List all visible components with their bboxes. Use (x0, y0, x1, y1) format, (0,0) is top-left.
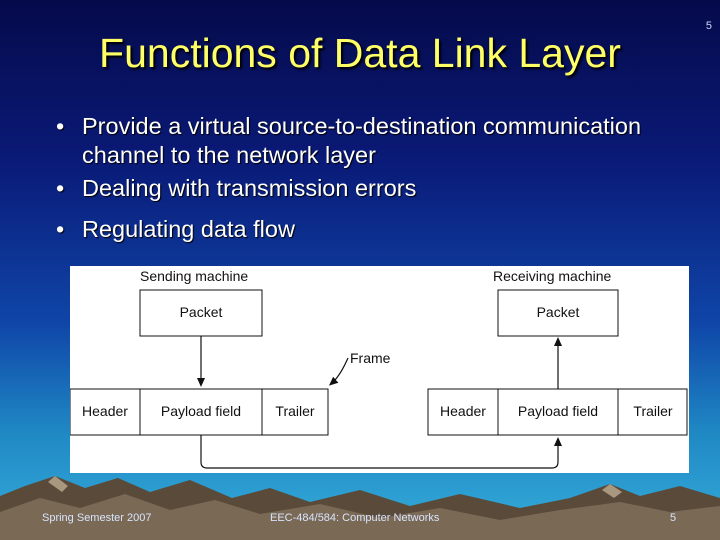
receiving-trailer-label: Trailer (633, 403, 672, 419)
bullet-text: Regulating data flow (82, 216, 295, 242)
transmission-path-arrow (200, 435, 562, 469)
frame-diagram-svg: Sending machine Receiving machine Packet… (69, 268, 688, 469)
receiving-packet-label: Packet (537, 304, 580, 320)
sending-machine-label: Sending machine (140, 268, 248, 284)
bullet-text: Dealing with transmission errors (82, 175, 417, 201)
mountains-decoration (0, 476, 720, 540)
receiving-trailer-cell (617, 388, 688, 436)
bullet-item: • Provide a virtual source-to-destination… (56, 112, 676, 170)
bullet-text: Provide a virtual source-to-destination … (82, 113, 642, 168)
sending-packet-label: Packet (180, 304, 223, 320)
footer-page-number: 5 (670, 512, 677, 524)
bullet-dot: • (56, 113, 65, 139)
receiving-payload-label: Payload field (518, 403, 598, 419)
receiving-header-label: Header (440, 403, 486, 419)
slide-title: Functions of Data Link Layer (99, 30, 621, 76)
bullet-dot: • (56, 216, 65, 242)
page-number-top: 5 (705, 20, 712, 32)
footer-left: Spring Semester 2007 (42, 512, 152, 524)
footer-center: EEC-484/584: Computer Networks (270, 512, 440, 524)
frame-pointer-arrow (328, 357, 349, 386)
bullet-list: • Provide a virtual source-to-destination… (56, 112, 676, 256)
bullet-item: • Regulating data flow (56, 215, 676, 244)
sending-trailer-cell (261, 388, 329, 436)
frame-label: Frame (350, 350, 391, 366)
receiving-machine-label: Receiving machine (493, 268, 611, 284)
receiving-packet-box (497, 289, 619, 337)
sending-header-label: Header (82, 403, 128, 419)
frame-diagram: Sending machine Receiving machine Packet… (69, 266, 689, 473)
sending-trailer-label: Trailer (275, 403, 314, 419)
sending-payload-label: Payload field (161, 403, 241, 419)
bullet-dot: • (56, 175, 65, 201)
bullet-item: • Dealing with transmission errors (56, 174, 676, 203)
